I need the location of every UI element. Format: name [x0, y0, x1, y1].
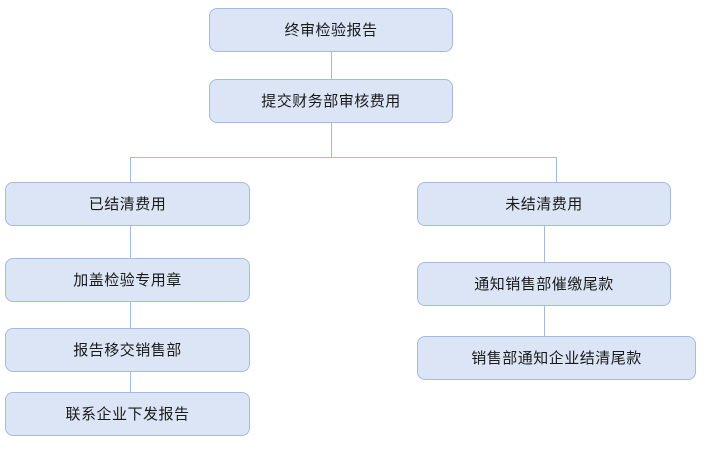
flow-node-label: 通知销售部催缴尾款 [474, 274, 614, 293]
connector-split-to-branches [130, 157, 557, 158]
flow-node-n7[interactable]: 未结清费用 [417, 182, 671, 226]
connector-n4-to-n5 [130, 302, 131, 328]
connector-split-to-n7 [556, 157, 557, 182]
connector-n5-to-n6 [130, 372, 131, 392]
flow-node-label: 报告移交销售部 [73, 340, 182, 359]
flow-node-n5[interactable]: 报告移交销售部 [5, 328, 250, 372]
flow-node-label: 销售部通知企业结清尾款 [471, 348, 642, 367]
flow-node-n1[interactable]: 终审检验报告 [209, 8, 453, 52]
connector-n2-to-split [331, 123, 332, 157]
flow-node-label: 联系企业下发报告 [65, 404, 190, 423]
flow-node-n3[interactable]: 已结清费用 [5, 182, 250, 226]
flow-node-n6[interactable]: 联系企业下发报告 [5, 392, 250, 436]
flow-node-label: 提交财务部审核费用 [261, 91, 401, 110]
connector-n7-to-n8 [544, 226, 545, 262]
connector-n3-to-n4 [130, 226, 131, 258]
flow-node-n8[interactable]: 通知销售部催缴尾款 [417, 262, 671, 306]
connector-n1-to-n2 [331, 52, 332, 79]
connector-split-to-n3 [130, 157, 131, 182]
flow-node-n9[interactable]: 销售部通知企业结清尾款 [417, 336, 696, 380]
flow-node-n4[interactable]: 加盖检验专用章 [5, 258, 250, 302]
flow-node-label: 未结清费用 [505, 194, 583, 213]
flow-node-n2[interactable]: 提交财务部审核费用 [209, 79, 453, 123]
connector-n8-to-n9 [544, 306, 545, 336]
flow-node-label: 加盖检验专用章 [73, 270, 182, 289]
flow-node-label: 已结清费用 [88, 194, 167, 213]
flow-node-label: 终审检验报告 [284, 20, 378, 39]
